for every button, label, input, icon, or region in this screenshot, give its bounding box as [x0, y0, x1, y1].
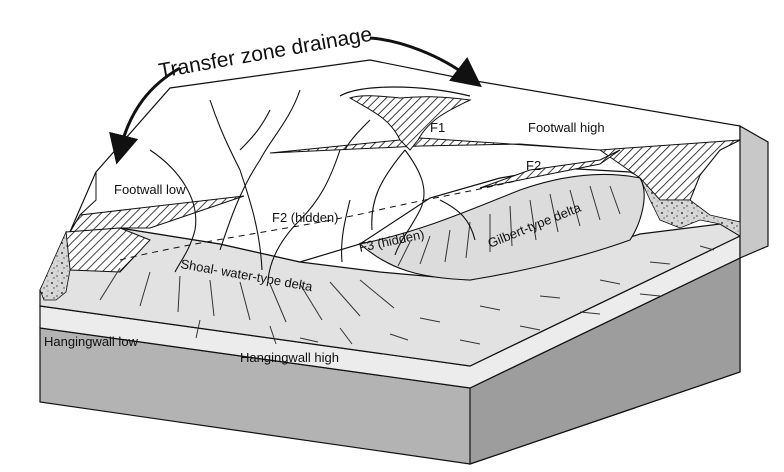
label-f2: F2 [526, 158, 541, 173]
basin-floor-marks [299, 245, 715, 345]
f1-canyon [348, 95, 472, 151]
label-f1: F1 [430, 120, 445, 135]
fault-f2 [479, 149, 621, 189]
label-footwall-high: Footwall high [528, 120, 605, 135]
shoal-delta-lines [99, 267, 395, 345]
gravel-left [39, 230, 71, 301]
left-scarp-wall [69, 171, 97, 233]
gravel-right [639, 177, 741, 237]
transfer-arrow-left [109, 66, 181, 165]
label-f2-hidden: F2 (hidden) [272, 210, 338, 225]
label-hangingwall-high: Hangingwall high [240, 350, 339, 365]
delta-foresets [397, 185, 621, 267]
drainage-network [149, 89, 476, 281]
label-hangingwall-low: Hangingwall low [44, 334, 139, 349]
label-footwall-low: Footwall low [114, 182, 186, 197]
right-wall [739, 124, 769, 259]
transfer-arrow-right [369, 36, 482, 88]
hidden-fault-f2 [119, 179, 521, 261]
fault-f1 [269, 137, 601, 154]
